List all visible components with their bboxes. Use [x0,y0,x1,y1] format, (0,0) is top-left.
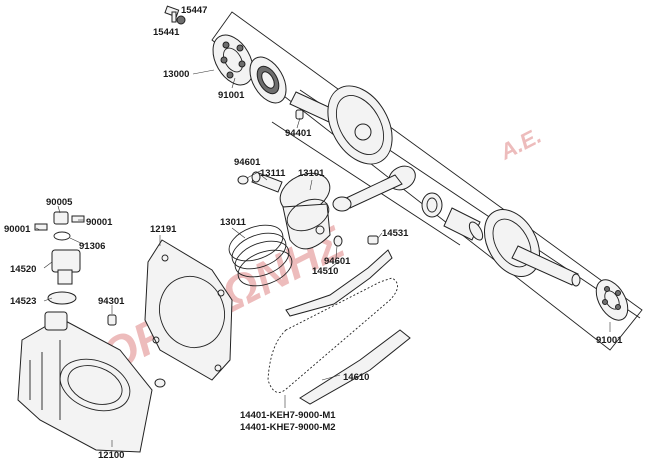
watermark-suffix: Α.Ε. [495,123,545,165]
bearing-top-icon [212,34,254,86]
crankshaft-left-icon [289,85,393,165]
bolt-15441-icon [164,5,180,23]
label-14523: 14523 [10,296,36,307]
piston-icon [279,172,331,250]
oil-seal-icon [249,56,287,104]
cam-chain-tensioner-icon [47,249,81,305]
label-91001-top: 91001 [218,90,245,101]
guide-bolt-icon [367,235,379,245]
label-94601-b: 94601 [324,256,351,267]
chain-guide-upper-icon [285,249,393,317]
label-14610: 14610 [343,372,369,383]
cylinder-block-icon [17,311,153,453]
label-91001-bottom: 91001 [596,335,623,346]
tensioner-cap-icon [53,211,69,225]
chain-guide-lower-icon [299,329,411,405]
leader-lines [35,69,611,447]
label-14510: 14510 [312,266,338,277]
label-13111: 13111 [260,168,286,179]
needle-bearing-icon [421,192,443,218]
crankshaft-panel [211,11,643,351]
crankshaft-right-icon [484,209,581,287]
part-labels: 15447 15441 13000 91001 94401 94601 1311… [4,5,623,461]
label-15447: 15447 [181,5,207,16]
label-94601-a: 94601 [234,157,261,168]
label-13011: 13011 [220,217,247,228]
label-14531: 14531 [382,228,409,239]
tensioner-bolt-right-icon [71,215,85,223]
piston-pin-icon [237,171,283,193]
tensioner-oring-icon [53,231,71,241]
label-90001-right: 90001 [86,217,113,228]
piston-clip-icon [333,235,343,247]
washer-15447-icon [176,15,186,25]
label-13000: 13000 [163,69,189,80]
dowel-pin-icon [107,314,117,326]
label-94401: 94401 [285,128,312,139]
label-12191: 12191 [150,224,177,235]
piston-rings-icon [228,224,293,287]
label-14520: 14520 [10,264,36,275]
label-91306: 91306 [79,241,105,252]
label-13101: 13101 [298,168,325,179]
label-90005: 90005 [46,197,73,208]
woodruff-key-icon [295,109,304,120]
label-15441: 15441 [153,27,180,38]
connecting-rod-icon [332,165,416,212]
dowel-pin-lower-icon [154,378,166,388]
label-94301: 94301 [98,296,125,307]
label-14401-m2: 14401-KHE7-9000-M2 [240,422,336,433]
label-14401-m1: 14401-KEH7-9000-M1 [240,410,336,421]
bearing-bottom-icon [595,279,629,321]
cylinder-gasket-icon [144,239,233,381]
label-12100: 12100 [98,450,124,461]
tensioner-bolt-left-icon [34,223,48,231]
label-90001-left: 90001 [4,224,31,235]
